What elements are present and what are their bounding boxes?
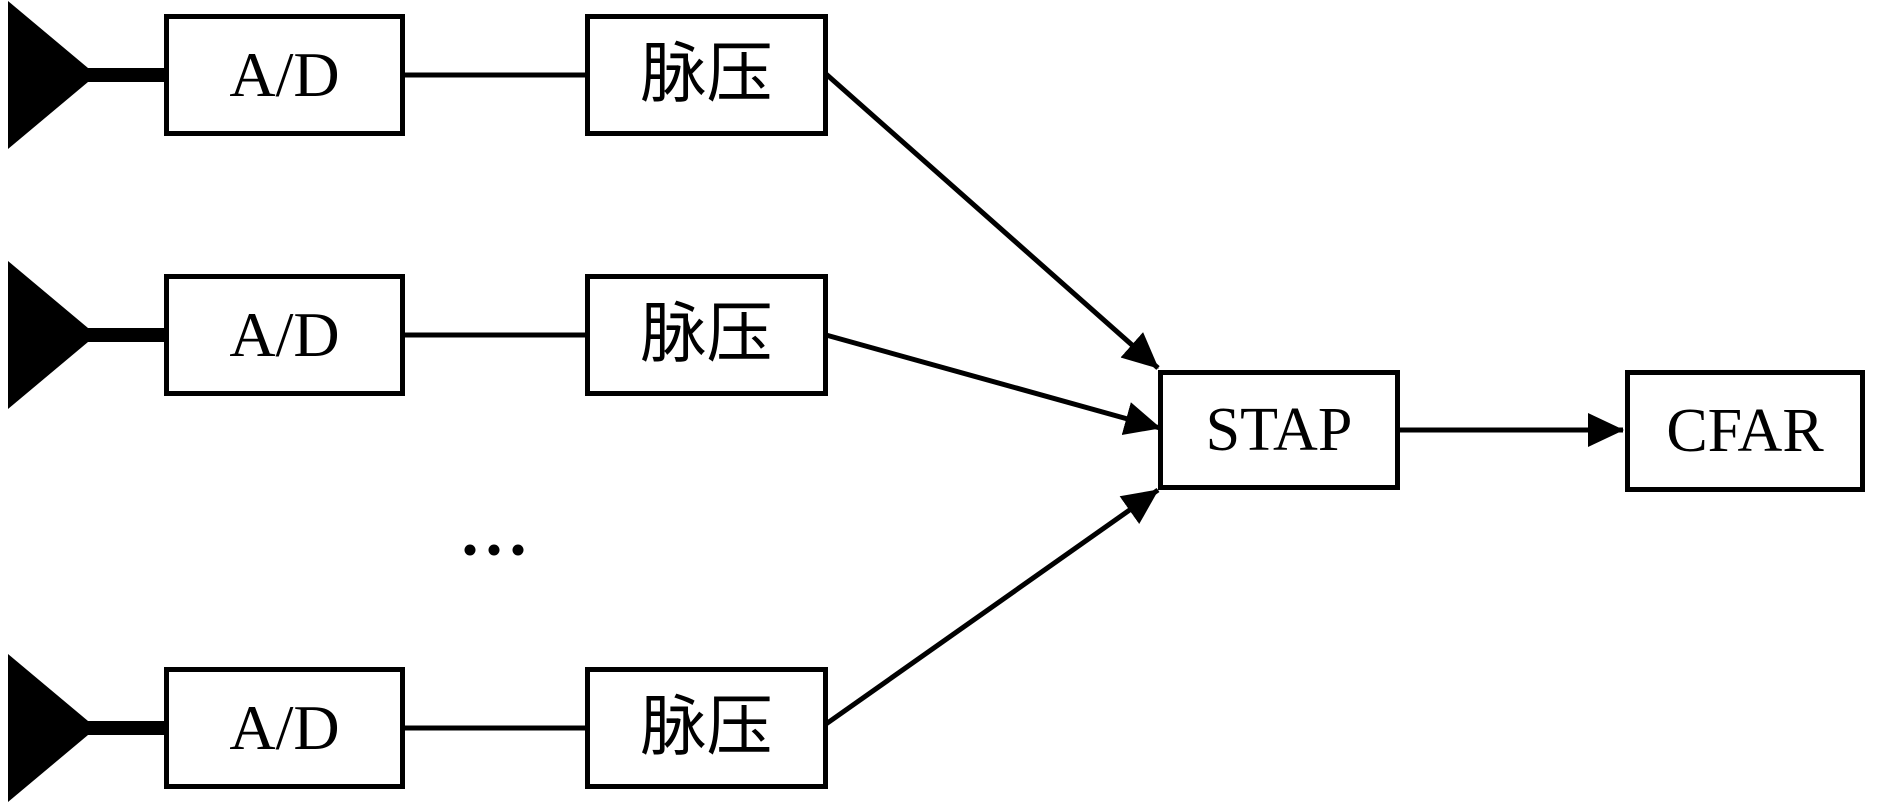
ellipsis-dot — [512, 544, 524, 556]
antenna-icon — [8, 261, 88, 409]
antenna-feed-line — [86, 328, 166, 342]
ad-box-3: A/D — [164, 667, 405, 789]
ellipsis-dot — [464, 544, 476, 556]
arrow-pc1-to-stap — [824, 72, 1160, 370]
cfar-box: CFAR — [1625, 370, 1865, 492]
antenna-icon — [8, 1, 88, 149]
stap-box: STAP — [1158, 370, 1400, 490]
antenna-icon — [8, 654, 88, 802]
arrow-pc3-to-stap — [824, 487, 1160, 727]
pulse-compression-box-2: 脉压 — [585, 274, 828, 396]
pulse-compression-box-3: 脉压 — [585, 667, 828, 789]
ellipsis-dot — [488, 544, 500, 556]
pulse-compression-box-1: 脉压 — [585, 14, 828, 136]
arrow-pc2-to-stap — [825, 332, 1161, 435]
ad-box-2: A/D — [164, 274, 405, 396]
ad-box-1: A/D — [164, 14, 405, 136]
ellipsis — [464, 544, 524, 556]
antenna-feed-line — [86, 721, 166, 735]
antenna-feed-line — [86, 68, 166, 82]
